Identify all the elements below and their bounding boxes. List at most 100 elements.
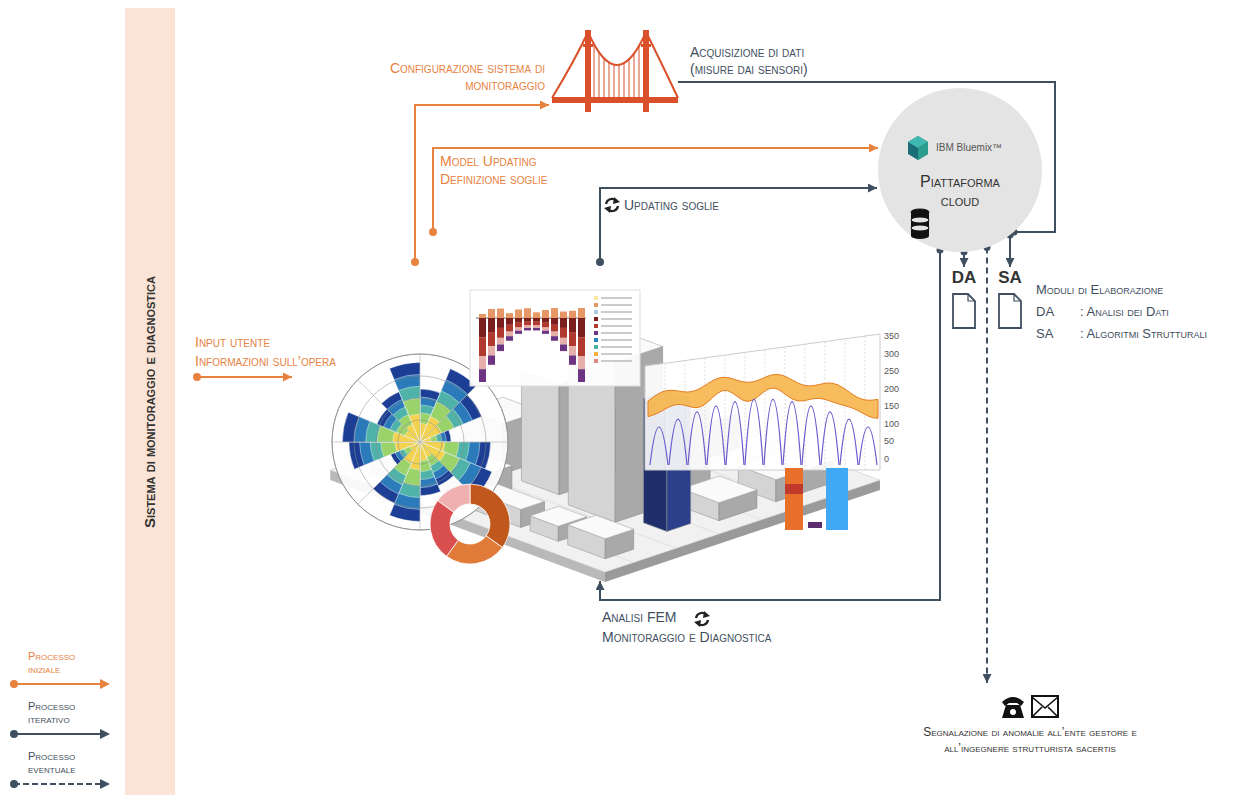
city-model-part-part [826,468,848,530]
axis-tick-label: 100 [884,419,899,430]
city-model-part-part [725,355,726,470]
refresh-icon [694,611,710,627]
refresh-icon [604,197,620,213]
city-model-part-part [648,374,878,418]
phone-mail-icons [999,690,1061,720]
city-model-part-part [524,318,531,322]
city-model-part-part [409,414,420,442]
input-line [197,376,292,378]
icon-part [908,136,928,160]
city-model-part-part [560,312,567,318]
process-label: Updating soglie [624,197,719,214]
city-model-part-part [594,331,598,335]
city-model-part-part [420,425,442,442]
city-model-part-part [515,323,522,328]
city-model-part-part [594,359,598,363]
bridge-illustration-part [594,44,639,98]
city-model-part-part [420,434,442,442]
city-model-part-part [840,419,858,465]
start-dot [596,258,604,266]
city-model-part-part [395,442,420,461]
bridge-illustration-part-part [619,65,620,98]
city-model-part-part [569,346,576,355]
refresh-icon-part [694,620,701,627]
band-title: Sistema di monitoraggio e diagnostica [141,276,159,528]
icon-part [953,294,975,328]
city-model-part-part [524,328,531,330]
icon-part [908,136,928,160]
city-model-part [430,484,510,564]
updating-line [600,188,877,262]
module-document: DA [946,268,982,330]
icon-part [14,683,102,685]
bridge-illustration-part-part [609,62,610,98]
city-model-part-part [764,399,782,465]
city-model-part-part [805,344,806,470]
city-model-part-part [420,402,472,442]
city-model-part-part [688,412,706,465]
alert-text: Segnalazione di anomalie all’ente gestor… [905,724,1155,756]
city-model-part-part [488,346,495,355]
city-model-part-part [594,352,598,356]
bridge-illustration-part [641,44,651,47]
city-model-part-part [542,323,549,328]
city-model-part-part [395,442,420,452]
city-model-part-part [560,338,567,345]
city-model-part-part [420,442,460,472]
axis-tick-label: 0 [884,454,889,465]
city-model-part-part [601,311,632,313]
city-model-part-part [551,308,558,318]
city-model-part-part [420,435,437,442]
module-document: SA [992,268,1028,330]
city-model-part-part [560,318,567,328]
city-model-part-part [524,325,531,327]
city-model-part-part [594,317,598,321]
city-model-part-part [551,325,558,332]
city-model-part-part [470,290,640,386]
city-model-part-part [707,406,725,465]
city-model-part-part [578,337,585,356]
bridge-illustration [552,30,678,112]
city-model-part-part [569,311,576,318]
city-model-part-part [420,442,449,479]
axis-tick-label: 350 [884,331,899,342]
city-model-part-part [578,318,585,337]
bridge-illustration-part-part [594,44,595,98]
bridge-illustration-part-part [624,63,625,98]
icon-part [878,88,1042,252]
city-model-part-part [601,304,632,306]
iterative-connector [1009,235,1011,267]
city-model-part-part [533,325,540,327]
refresh-icon-part [613,197,620,204]
city-model-part-part [594,345,598,349]
city-model-part-part [381,392,420,442]
city-model-part-part [569,318,576,332]
city-model-part-part [399,414,420,442]
module-description: : Analisi dei Dati [1080,304,1169,320]
city-model-part-part [551,332,558,337]
city-model-part-part [438,484,470,512]
city-model-part-part [420,442,508,443]
city-model-part-part [515,318,522,323]
input-label: Informazioni sull’opera [195,353,336,370]
axis-tick-label: 150 [884,401,899,412]
cloud-circle [878,88,1042,252]
city-model-part-part [785,468,803,530]
module-code: SA [992,268,1028,288]
icon-part [1032,697,1058,717]
city-model-part-part [524,308,531,318]
city-model-part-part [479,318,486,337]
legend-item: Processo eventuale [8,750,112,790]
city-model-part-part [506,325,513,332]
icon-part [911,225,929,231]
icon-part [1014,294,1021,301]
city-model-part-part [808,522,822,528]
platform-label: IBM Bluemix™ [936,142,1002,154]
legend-text: Processo iniziale [28,650,100,676]
city-model-part-part [802,406,820,465]
icon-part [1032,696,1058,717]
city-model-part-part [533,312,540,318]
city-model-part-part [479,356,486,369]
city-model-part-part [420,442,421,530]
city-model-part-part [542,318,549,323]
